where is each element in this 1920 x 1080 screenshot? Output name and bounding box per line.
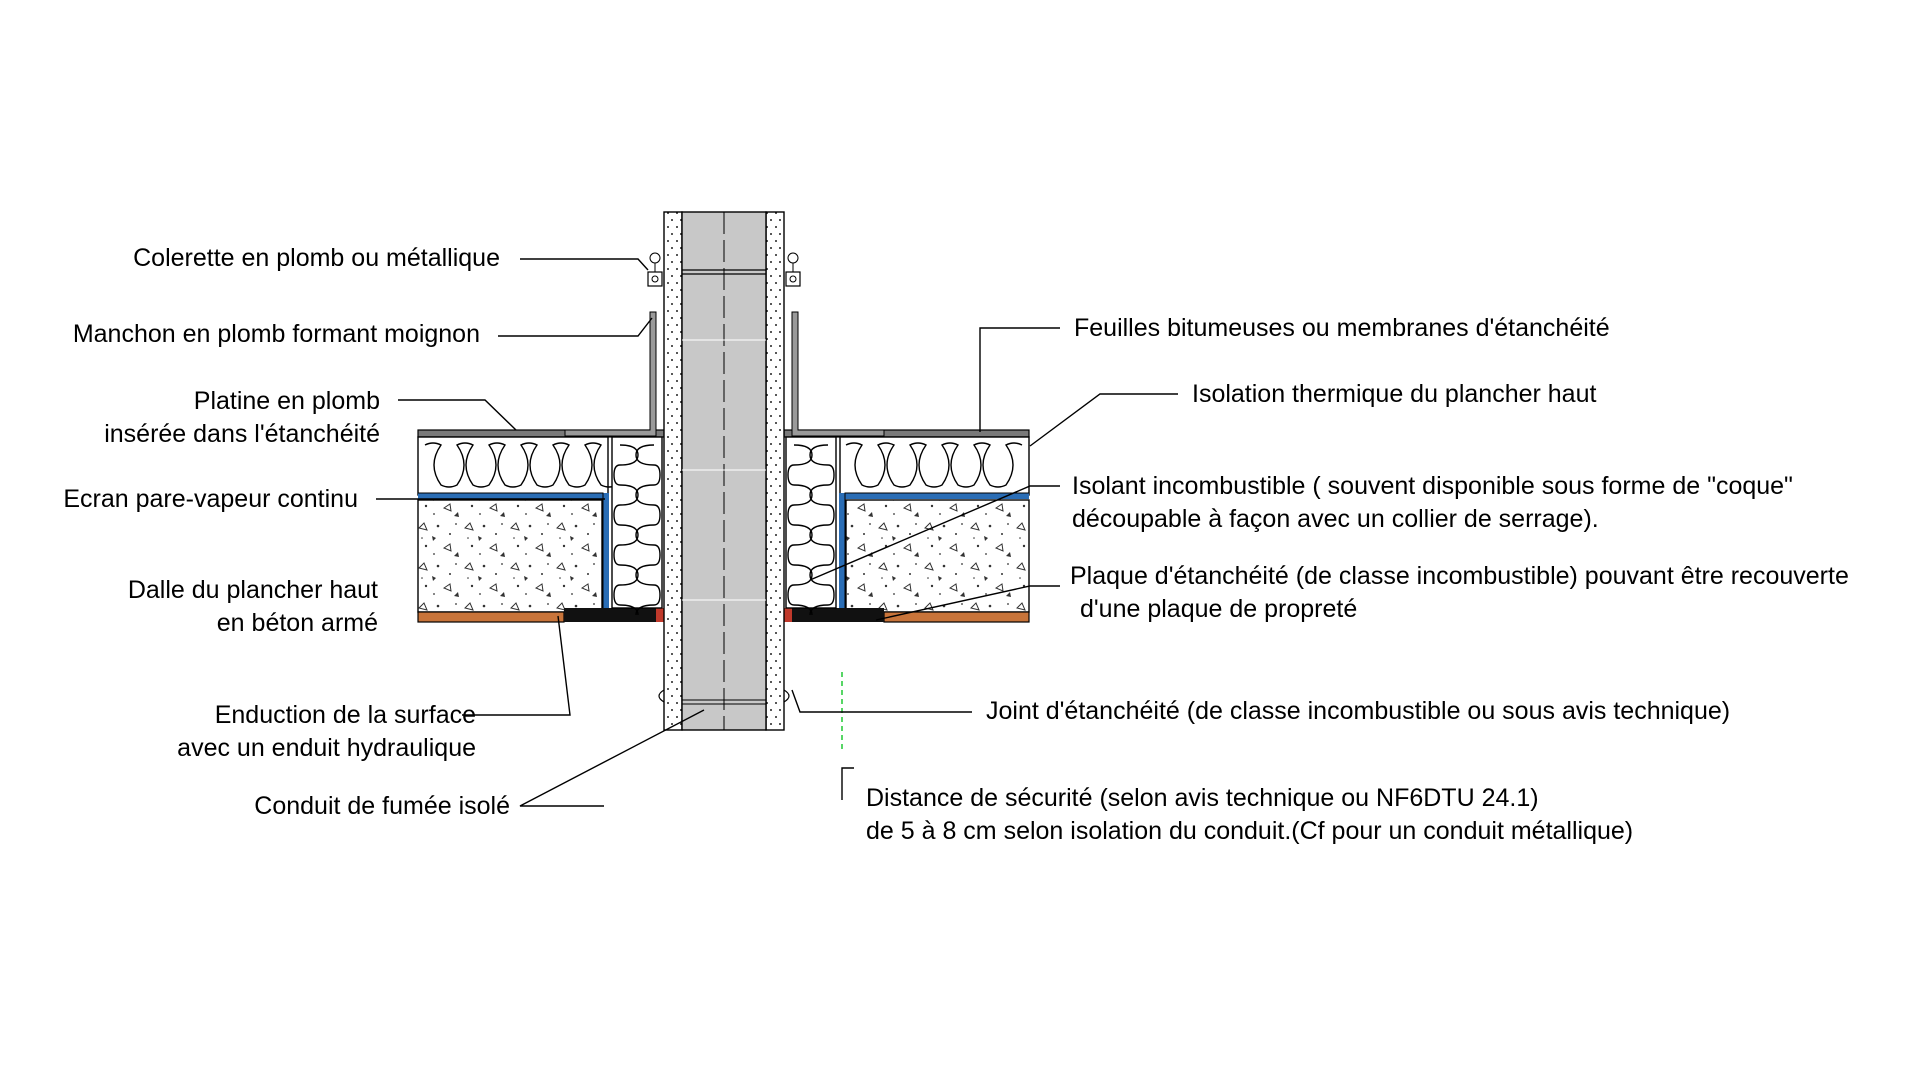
label-isolant-line1: Isolant incombustible ( souvent disponib… [1072,472,1793,500]
label-dalle-line1: Dalle du plancher haut [128,576,378,604]
roof-assembly-left [417,252,666,623]
shell-loops-right [787,444,835,616]
insulation-loops-right [845,442,1023,488]
label-isolant-line2: découpable à façon avec un collier de se… [1072,505,1599,533]
seal-plate-right [792,608,884,622]
flue-joint-right [783,689,790,703]
label-ecran: Ecran pare-vapeur continu [63,485,358,513]
concrete-slab-right [845,499,1030,613]
label-conduit: Conduit de fumée isolé [254,792,510,820]
flue-outer-wall-left [663,211,683,731]
collar-left [647,252,663,287]
thermal-insulation-left [417,436,609,496]
label-distance-line2: de 5 à 8 cm selon isolation du conduit.(… [866,817,1633,845]
collar-right [785,252,801,287]
lead-sleeve-right [791,311,885,437]
thermal-insulation-right [839,436,1030,496]
flue-pipe [658,211,790,731]
label-enduction-line2: avec un enduit hydraulique [177,734,476,762]
shell-loops-left [613,444,661,616]
incombustible-insulation-left [611,436,663,609]
label-enduction-line1: Enduction de la surface [215,701,476,729]
red-joint-right [784,608,792,622]
label-isolation: Isolation thermique du plancher haut [1192,380,1596,408]
label-dalle-line2: en béton armé [217,609,378,637]
red-joint-left [656,608,664,622]
label-colerette: Colerette en plomb ou métallique [133,244,500,272]
label-platine-line2: insérée dans l'étanchéité [104,420,380,448]
label-distance-line1: Distance de sécurité (selon avis techniq… [866,784,1539,812]
leader-lines [376,258,1178,807]
flue-outer-wall-right [765,211,785,731]
label-plaque-line2: d'une plaque de propreté [1080,595,1357,623]
label-manchon: Manchon en plomb formant moignon [73,320,480,348]
lead-sleeve-left [564,311,657,437]
flue-joint-left [658,689,665,703]
insulation-loops-left [424,442,634,488]
label-feuilles: Feuilles bitumeuses ou membranes d'étanc… [1074,314,1610,342]
labels: Colerette en plomb ou métallique Manchon… [63,244,1848,845]
incombustible-insulation-right [785,436,837,609]
render-layer-left [417,611,565,623]
label-joint: Joint d'étanchéité (de classe incombusti… [986,697,1730,725]
label-plaque-line1: Plaque d'étanchéité (de classe incombust… [1070,562,1849,590]
roof-assembly-right [783,252,1030,623]
concrete-slab-left [417,499,603,613]
seal-plate-left [564,608,656,622]
label-platine-line1: Platine en plomb [194,387,380,415]
